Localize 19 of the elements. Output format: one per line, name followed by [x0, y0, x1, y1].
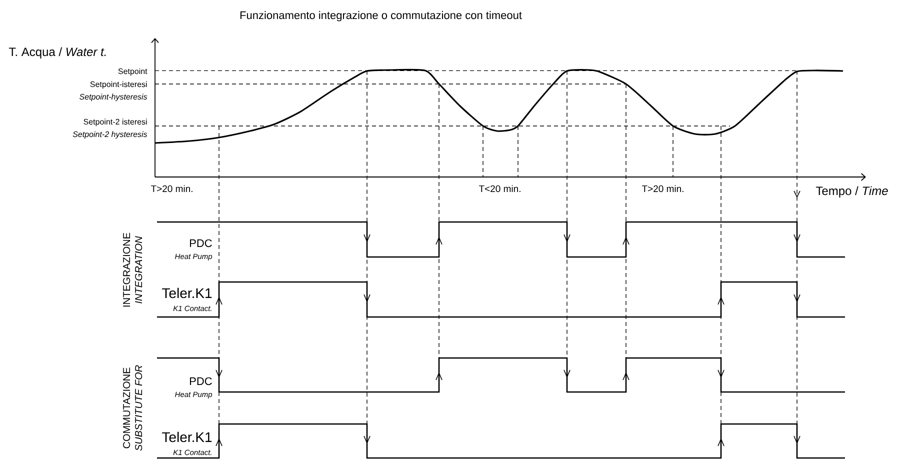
- level-label: Setpoint-2 hysteresis: [72, 131, 148, 139]
- group-label: INTEGRAZIONE: [123, 232, 130, 307]
- group-label: INTEGRATION: [135, 236, 142, 304]
- time-label: T>20 min.: [642, 185, 684, 192]
- group-label: COMMUTAZIONE: [123, 368, 130, 448]
- time-label: T>20 min.: [150, 185, 192, 192]
- level-label: Setpoint: [118, 68, 148, 76]
- signal-label: Teler.K1: [162, 432, 212, 442]
- signal-label: Teler.K1: [162, 288, 212, 298]
- diagram-title: Funzionamento integrazione o commutazione con timeout: [240, 11, 522, 22]
- time-label: T<20 min.: [478, 185, 520, 192]
- level-label: Setpoint-2 isteresi: [84, 118, 147, 126]
- axis-label: Tempo / Time: [816, 186, 888, 198]
- level-label: Setpoint-isteresi: [90, 81, 147, 89]
- axis-label: T. Acqua / Water t.: [8, 47, 106, 58]
- group-label: SUBSTITUTE FOR: [135, 365, 142, 451]
- signal-label: PDC: [190, 239, 212, 248]
- signal-label: PDC: [190, 377, 212, 386]
- level-label: Setpoint-hysteresis: [80, 94, 148, 102]
